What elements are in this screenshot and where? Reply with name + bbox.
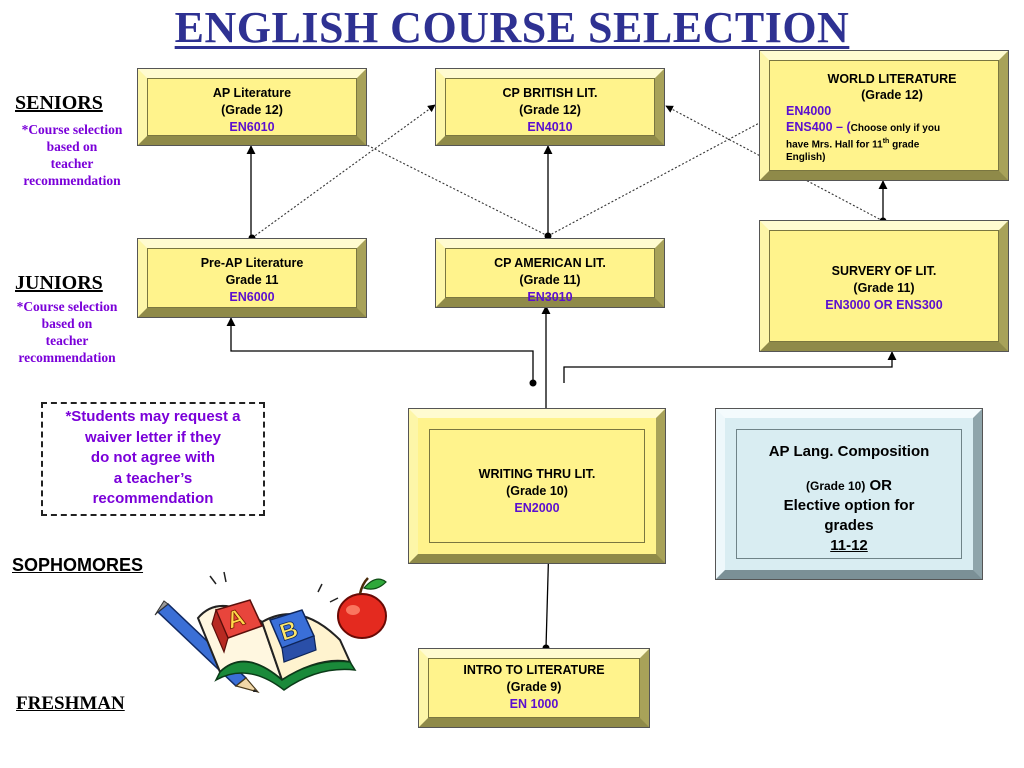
course-name: WRITING THRU LIT. (478, 467, 596, 481)
course-code: EN4010 (527, 120, 573, 134)
level-juniors: JUNIORS (15, 272, 103, 294)
course-ap-lang-composition[interactable]: AP Lang. Composition (Grade 10) OR Elect… (715, 408, 983, 580)
juniors-note: *Course selection based on teacher recom… (16, 299, 118, 365)
course-name: AP Lang. Composition (768, 443, 930, 460)
course-grade: (Grade 11) (853, 281, 915, 295)
course-note-end: English) (786, 152, 826, 164)
course-grade: (Grade 12) (221, 103, 283, 117)
course-name: CP AMERICAN LIT. (494, 256, 606, 270)
course-code: EN3000 OR ENS300 (825, 298, 943, 312)
course-code: EN6000 (229, 290, 275, 304)
course-code: EN4000 (786, 104, 832, 118)
course-name: WORLD LITERATURE (827, 72, 957, 86)
course-name: AP Literature (212, 86, 292, 100)
course-grade: (Grade 10) (506, 484, 568, 498)
apple-icon (337, 577, 387, 639)
course-cp-british-lit[interactable]: CP BRITISH LIT. (Grade 12) EN4010 (435, 68, 665, 146)
course-grade: (Grade 11) (519, 273, 581, 287)
seniors-note: *Course selection based on teacher recom… (21, 122, 123, 188)
course-code-alt: ENS400 – (Choose only if you (786, 120, 941, 134)
course-cp-american-lit[interactable]: CP AMERICAN LIT. (Grade 11) EN3010 (435, 238, 665, 308)
waiver-note: *Students may request a waiver letter if… (41, 402, 265, 516)
course-name: SURVERY OF LIT. (831, 264, 937, 278)
course-grade: (Grade 9) (506, 680, 562, 694)
course-writing-thru-lit[interactable]: WRITING THRU LIT. (Grade 10) EN2000 (408, 408, 666, 564)
course-grade: Grade 11 (225, 273, 279, 287)
book-icon: A B (196, 571, 357, 691)
course-option-grades: grades (824, 517, 874, 534)
course-code: EN 1000 (509, 697, 559, 711)
course-option: Elective option for (783, 497, 915, 514)
course-name: Pre-AP Literature (200, 256, 304, 270)
course-intro-to-literature[interactable]: INTRO TO LITERATURE (Grade 9) EN 1000 (418, 648, 650, 728)
course-name: INTRO TO LITERATURE (463, 663, 605, 677)
course-pre-ap-literature[interactable]: Pre-AP Literature Grade 11 EN6000 (137, 238, 367, 318)
course-world-literature[interactable]: WORLD LITERATURE (Grade 12) EN4000 ENS40… (759, 50, 1009, 181)
school-clipart-icon: A B (154, 571, 387, 694)
course-option-range: 11-12 (830, 537, 868, 554)
course-grade: (Grade 10) OR (805, 477, 893, 494)
course-code: EN6010 (229, 120, 275, 134)
page-title: ENGLISH COURSE SELECTION (174, 3, 850, 52)
course-name: CP BRITISH LIT. (502, 86, 598, 100)
course-survey-of-lit[interactable]: SURVERY OF LIT. (Grade 11) EN3000 OR ENS… (759, 220, 1009, 352)
course-note: have Mrs. Hall for 11th grade (786, 138, 920, 151)
course-grade: (Grade 12) (861, 88, 923, 102)
course-ap-literature[interactable]: AP Literature (Grade 12) EN6010 (137, 68, 367, 146)
course-code: EN3010 (527, 290, 573, 304)
level-seniors: SENIORS (15, 92, 103, 114)
level-sophomores: SOPHOMORES (12, 555, 144, 575)
level-freshman: FRESHMAN (16, 693, 125, 714)
course-code: EN2000 (514, 501, 560, 515)
course-grade: (Grade 12) (519, 103, 581, 117)
